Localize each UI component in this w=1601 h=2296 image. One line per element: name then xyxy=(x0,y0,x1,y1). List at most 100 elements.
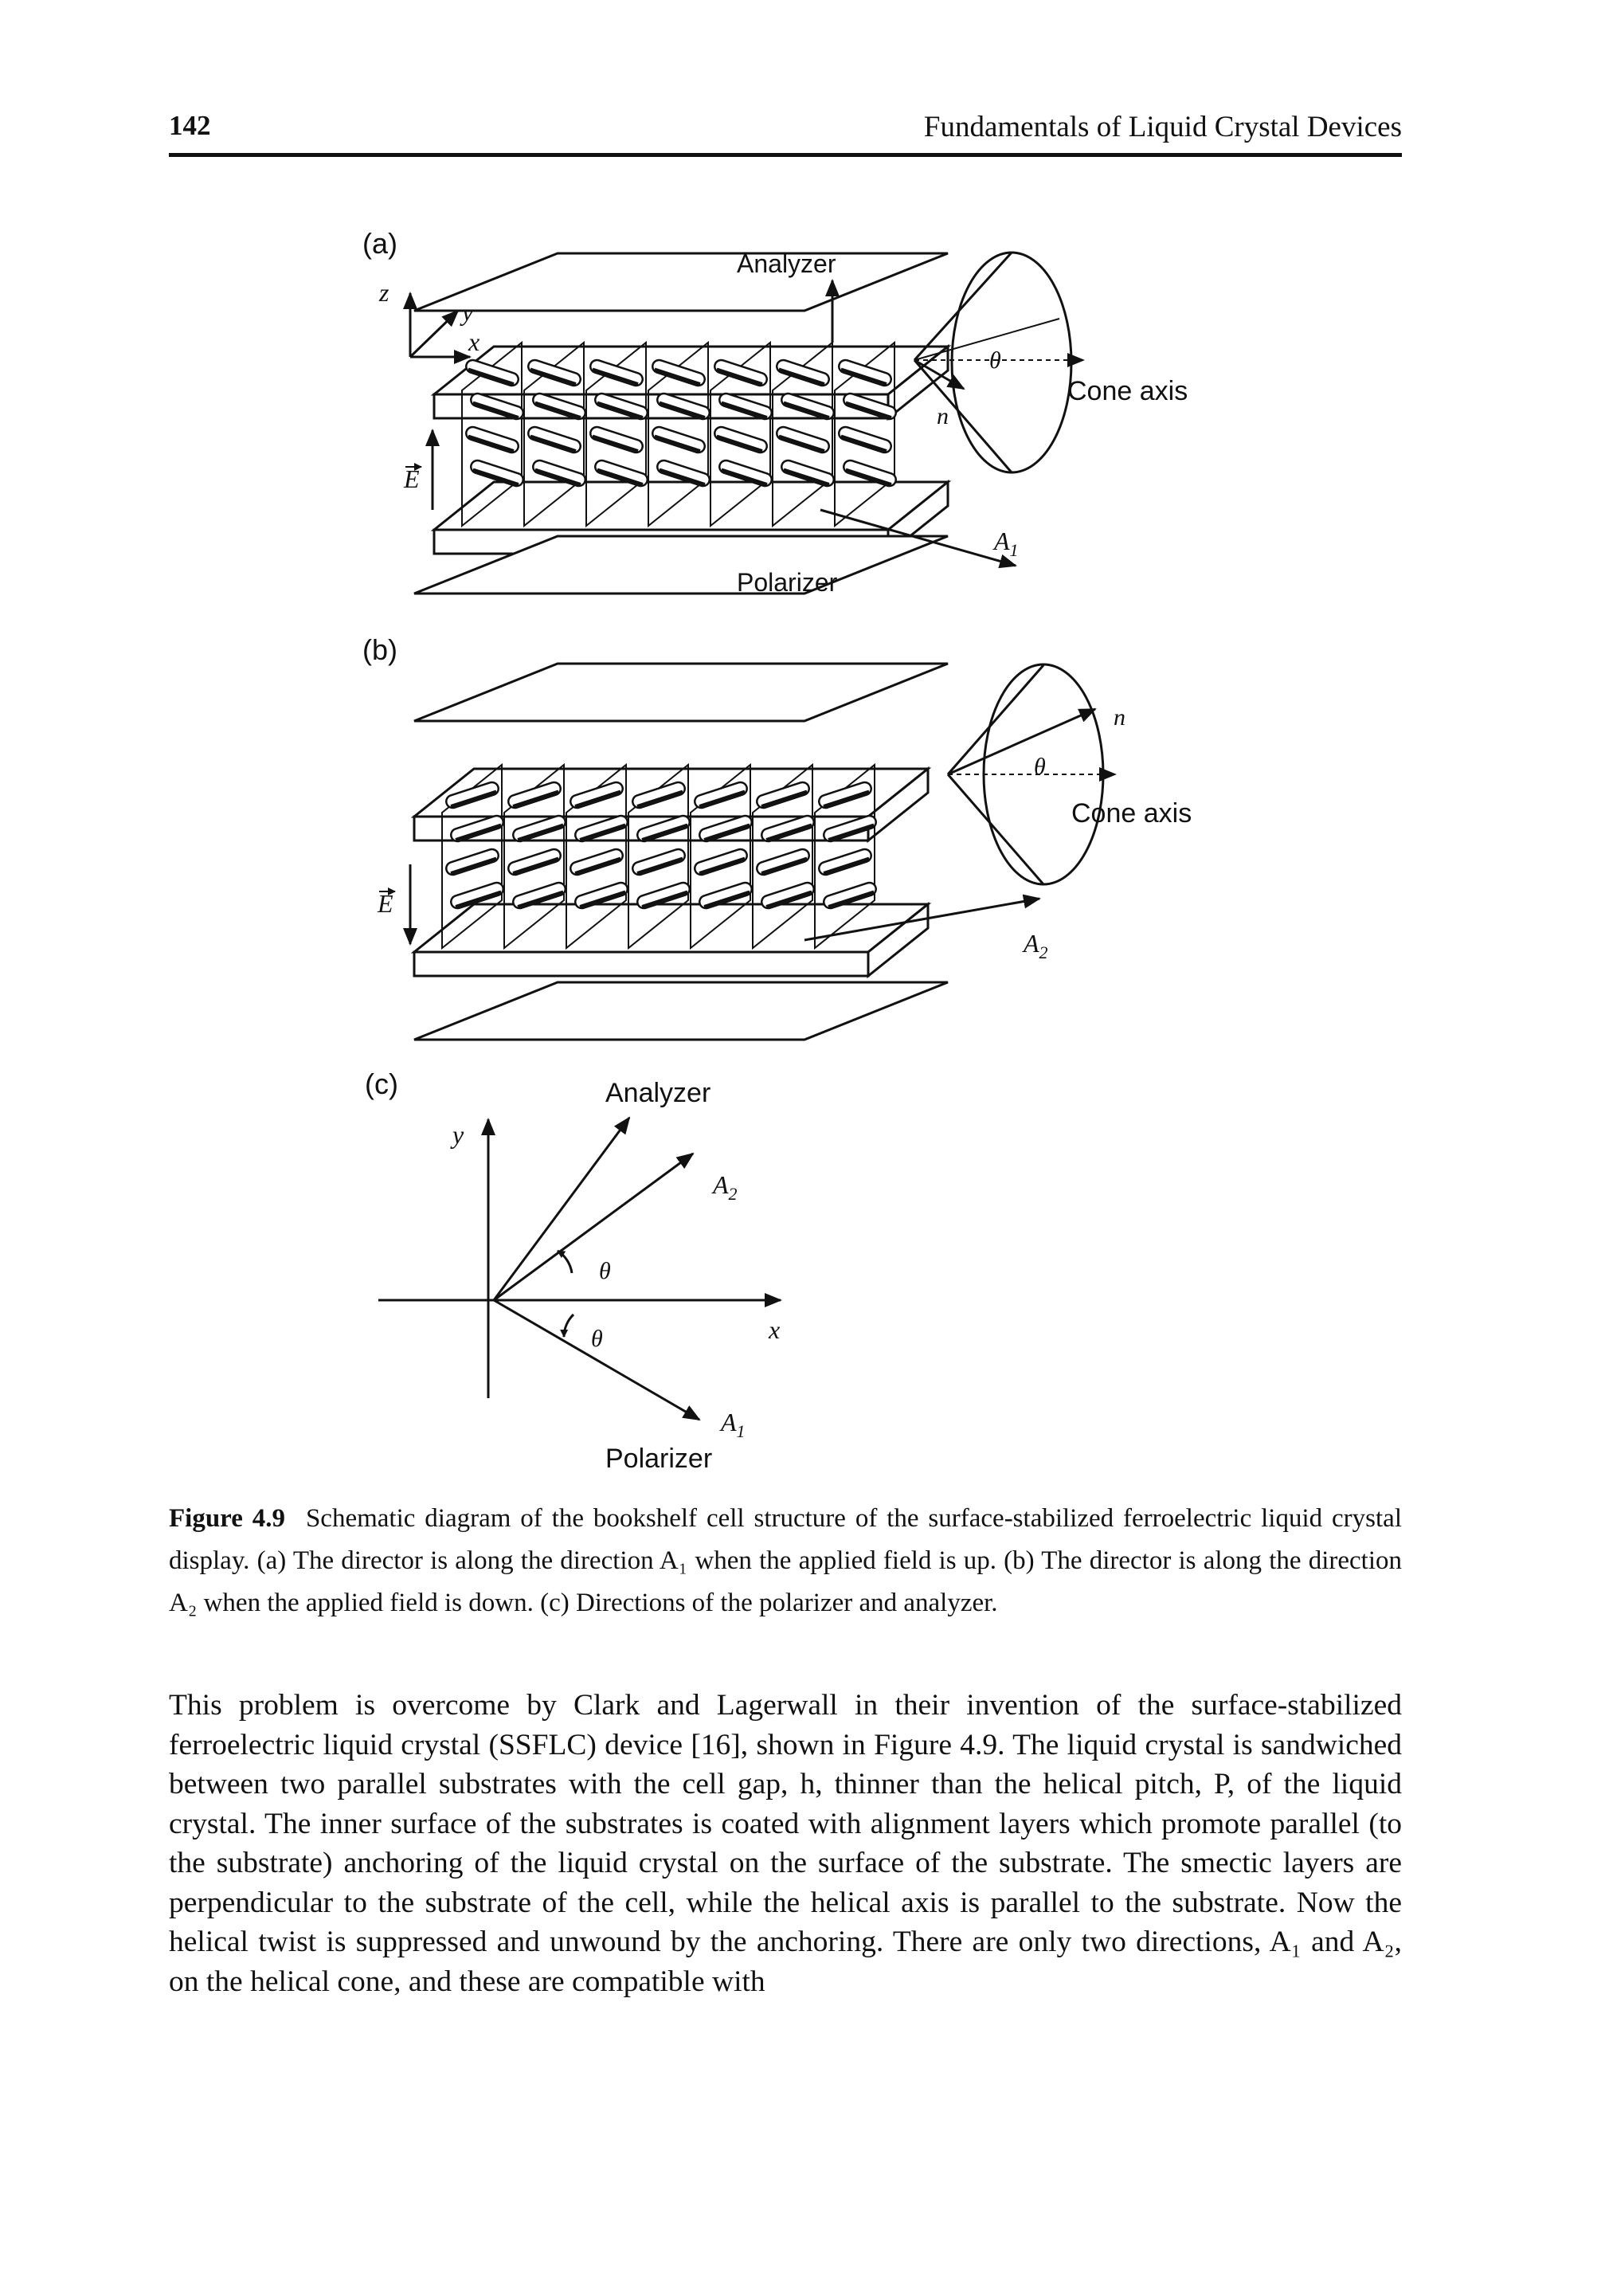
panel-c-axes xyxy=(378,1118,782,1398)
lc-molecule-shade xyxy=(716,367,763,386)
lc-molecule xyxy=(589,359,644,387)
panel-b-director: n xyxy=(1114,704,1125,731)
lc-molecule xyxy=(532,392,586,421)
lc-molecule xyxy=(445,848,499,876)
lc-molecule xyxy=(527,359,581,387)
lc-molecule-shade xyxy=(845,401,892,419)
lc-molecule xyxy=(781,392,835,421)
lc-molecule-shade xyxy=(592,434,639,453)
lc-molecule xyxy=(818,781,872,809)
smectic-layer-plane xyxy=(752,762,813,950)
lc-molecule-shade xyxy=(574,856,621,875)
lc-molecule xyxy=(718,459,773,488)
lc-molecule-shade xyxy=(823,789,870,808)
panel-b: (b) E Cone axis θ n A2 xyxy=(362,633,1192,1041)
lc-molecule-shade xyxy=(699,856,746,875)
lc-molecule-shade xyxy=(716,434,763,453)
lc-molecule xyxy=(445,781,499,809)
lc-molecule xyxy=(818,848,872,876)
lc-molecule xyxy=(699,814,753,843)
smectic-layer-plane xyxy=(690,762,751,950)
lc-molecule xyxy=(512,881,566,910)
body-paragraph: This problem is overcome by Clark and La… xyxy=(169,1689,1402,1998)
lc-molecule xyxy=(714,359,768,387)
lc-molecule-shade xyxy=(455,890,502,908)
lc-molecule-shade xyxy=(840,434,887,453)
lc-molecule xyxy=(527,425,581,454)
lc-molecule xyxy=(532,459,586,488)
panel-b-tag: (b) xyxy=(362,633,397,666)
panel-a-cone-axis-label: Cone axis xyxy=(1067,376,1188,406)
lc-molecule-shade xyxy=(654,367,701,386)
lc-molecule-shade xyxy=(659,468,706,486)
lc-molecule-shade xyxy=(699,789,746,808)
panel-a: (a) z y x Analyzer Polarizer E xyxy=(362,227,1188,597)
smectic-layer-plane xyxy=(503,762,565,950)
panel-a-axis-x: x xyxy=(468,327,480,356)
lc-molecule xyxy=(465,425,519,454)
lc-molecule-shade xyxy=(659,401,706,419)
lc-molecule-shade xyxy=(512,789,559,808)
lc-molecule-shade xyxy=(783,468,830,486)
panel-c: (c) Analyzer y x A2 A1 θ θ Polarizer xyxy=(365,1068,782,1474)
lc-molecule-shade xyxy=(579,890,626,908)
smectic-layer-plane xyxy=(814,762,875,950)
panel-c-angle-lower: θ xyxy=(591,1326,603,1352)
lc-molecule-shade xyxy=(592,367,639,386)
caption-label: Figure 4.9 xyxy=(169,1504,286,1533)
lc-molecule xyxy=(781,459,835,488)
lc-molecule xyxy=(694,848,748,876)
figure-caption: Figure 4.9 Schematic diagram of the book… xyxy=(169,1498,1402,1624)
lc-molecule xyxy=(652,425,706,454)
lc-molecule-shade xyxy=(765,890,812,908)
lc-molecule-shade xyxy=(654,434,701,453)
lc-molecule-shade xyxy=(783,401,830,419)
page-number: 142 xyxy=(169,110,211,141)
lc-molecule-shade xyxy=(597,401,644,419)
lc-molecule xyxy=(574,814,628,843)
lc-molecule xyxy=(718,392,773,421)
panel-a-axes xyxy=(403,292,472,364)
smectic-layer-plane xyxy=(566,762,627,950)
lc-molecule xyxy=(636,881,691,910)
lc-molecule-shade xyxy=(512,856,559,875)
lc-molecule xyxy=(470,392,524,421)
lc-molecule xyxy=(470,459,524,488)
lc-molecule-shade xyxy=(636,789,683,808)
lc-molecule-shade xyxy=(761,789,808,808)
lc-molecule xyxy=(838,425,892,454)
panel-b-top-plate xyxy=(413,662,949,723)
lc-molecule xyxy=(574,881,628,910)
running-header: 142 Fundamentals of Liquid Crystal Devic… xyxy=(169,110,1402,150)
lc-molecule-shade xyxy=(530,434,577,453)
lc-molecule xyxy=(823,881,877,910)
panel-c-tag: (c) xyxy=(365,1068,398,1100)
lc-molecule xyxy=(838,359,892,387)
lc-molecule xyxy=(761,814,815,843)
lc-molecule xyxy=(450,881,504,910)
panel-a-analyzer-label: Analyzer xyxy=(737,249,836,278)
caption-text: Schematic diagram of the bookshelf cell … xyxy=(169,1504,1402,1617)
panel-b-bottom-plate xyxy=(413,981,949,1041)
lc-molecule-shade xyxy=(534,401,581,419)
lc-molecule-shade xyxy=(823,856,870,875)
panel-a-polarizer-label: Polarizer xyxy=(737,568,838,597)
panel-c-analyzer-label: Analyzer xyxy=(605,1078,710,1108)
panel-b-angle: θ xyxy=(1034,754,1046,780)
lc-molecule-shade xyxy=(534,468,581,486)
lc-molecule-shade xyxy=(828,823,875,841)
lc-molecule-shade xyxy=(641,890,688,908)
lc-molecule-shade xyxy=(636,856,683,875)
lc-molecule xyxy=(714,425,768,454)
panel-c-vec-a1: A1 xyxy=(719,1408,746,1441)
lc-molecule-shade xyxy=(778,434,825,453)
lc-molecule-shade xyxy=(472,468,519,486)
lc-molecule-shade xyxy=(455,823,502,841)
lc-molecule xyxy=(465,359,519,387)
panel-b-direction: A2 xyxy=(1022,929,1048,962)
body-text: This problem is overcome by Clark and La… xyxy=(169,1686,1402,2001)
panel-a-polarizer-plate xyxy=(413,535,949,595)
lc-molecule-shade xyxy=(721,468,768,486)
lc-molecule-shade xyxy=(703,890,750,908)
lc-molecule xyxy=(512,814,566,843)
